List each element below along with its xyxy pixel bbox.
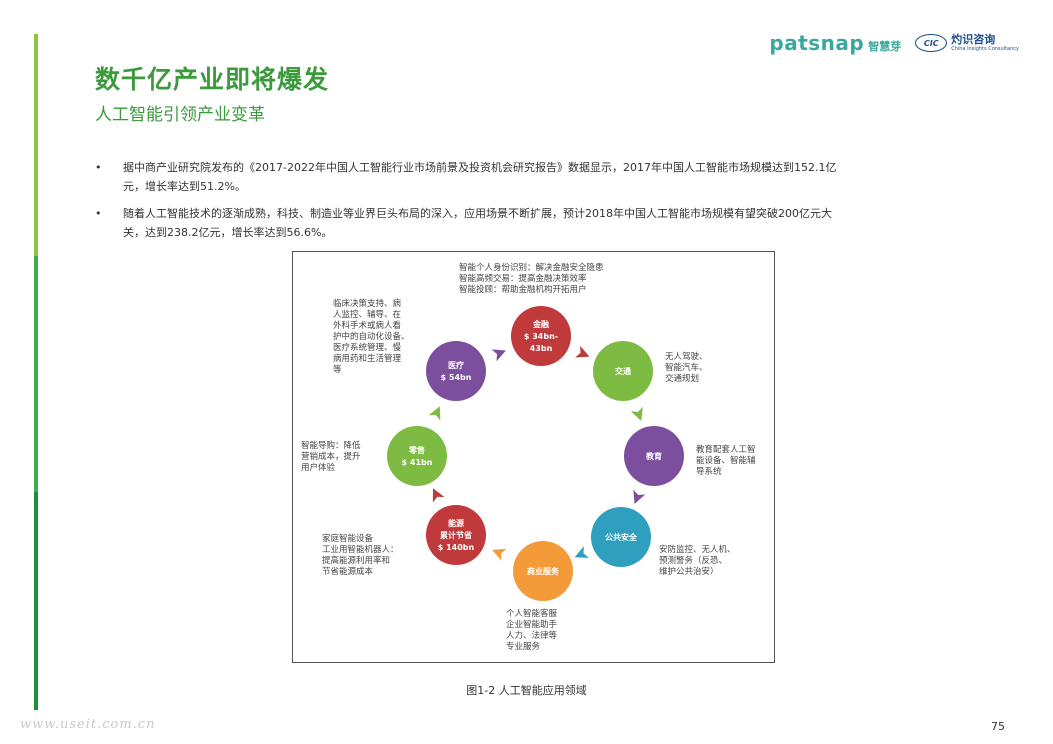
node-description-traffic: 交通规划: [665, 373, 699, 384]
node-description-education: 导系统: [696, 466, 722, 477]
node-description-business: 企业智能助手: [506, 619, 558, 630]
cic-logo-cn: 灼识咨询: [951, 33, 996, 46]
node-label: 公共安全: [605, 532, 638, 542]
node-description-medical: 护中的自动化设备、: [333, 331, 410, 342]
patsnap-logo-cn: 智慧芽: [868, 40, 902, 53]
node-description-security: 预测警务（反恐、: [659, 555, 727, 566]
node-value: 43bn: [530, 344, 553, 353]
node-description-energy: 工业用智能机器人：: [322, 544, 399, 555]
node-value: $ 34bn-: [524, 332, 558, 341]
node-value: $ 54bn: [441, 373, 472, 382]
bullet-item: • 据中商产业研究院发布的《2017-2022年中国人工智能行业市场前景及投资机…: [95, 158, 920, 196]
diagram-node: 交通: [593, 341, 653, 401]
node-description-security: 维护公共治安）: [659, 566, 719, 577]
cic-logo: CIC 灼识咨询 China Insights Consultancy: [915, 34, 1019, 52]
page-title: 数千亿产业即将爆发: [95, 65, 330, 94]
node-circle: [387, 426, 447, 486]
diagram-node: 商业服务: [513, 541, 573, 601]
node-description-retail: 营销成本，提升: [301, 451, 361, 462]
bullet-line: 元，增长率达到51.2%。: [123, 180, 246, 193]
node-value: 累计节省: [440, 530, 472, 540]
diagram-node: 公共安全: [591, 507, 651, 567]
flow-arrow-icon: [432, 488, 445, 503]
flow-arrow-icon: [492, 548, 507, 561]
cic-logo-en: China Insights Consultancy: [951, 46, 1019, 52]
node-description-education: 能设备、智能辅: [696, 455, 756, 466]
flow-arrow-icon: [633, 489, 646, 504]
node-description-traffic: 无人驾驶、: [665, 351, 708, 362]
ai-application-diagram: 金融 $ 34bn- 43bn 交通教育公共安全商业服务 能源累计节省 $ 140bn 零售…: [292, 251, 775, 663]
node-description-finance: 智能高频交易：提高金融决策效率: [459, 273, 587, 284]
node-description-security: 安防监控、无人机、: [659, 544, 736, 555]
node-description-medical: 医疗系统管理、慢: [333, 342, 402, 353]
node-description-retail: 智能导购：降低: [301, 440, 361, 451]
flow-arrow-icon: [630, 406, 643, 421]
node-description-finance: 智能投顾：帮助金融机构开拓用户: [459, 284, 587, 295]
node-circle: [624, 426, 684, 486]
node-description-energy: 家庭智能设备: [322, 533, 374, 544]
page-number: 75: [991, 720, 1005, 733]
bullet-line: 随着人工智能技术的逐渐成熟，科技、制造业等业界巨头布局的深入，应用场景不断扩展，…: [123, 207, 832, 220]
node-circle: [513, 541, 573, 601]
watermark: www.useit.com.cn: [20, 717, 156, 732]
node-description-medical: 等: [333, 364, 342, 375]
node-description-energy: 节省能源成本: [322, 566, 374, 577]
diagram-node: 零售 $ 41bn: [387, 426, 447, 486]
node-description-retail: 用户体验: [301, 462, 336, 473]
node-label: 商业服务: [527, 566, 560, 576]
node-value: $ 140bn: [438, 543, 475, 552]
node-description-medical: 病用药和生活管理: [333, 353, 402, 364]
bullet-marker: •: [95, 207, 102, 220]
left-accent-bar: [34, 34, 38, 710]
node-value: $ 41bn: [402, 458, 433, 467]
node-circle: [591, 507, 651, 567]
node-description-medical: 临床决策支持、病: [333, 298, 402, 309]
node-label: 金融: [532, 319, 549, 329]
flow-arrow-icon: [575, 345, 590, 358]
flow-arrow-icon: [491, 349, 506, 362]
figure-caption: 图1-2 人工智能应用领域: [466, 684, 587, 697]
bullet-line: 据中商产业研究院发布的《2017-2022年中国人工智能行业市场前景及投资机会研…: [123, 161, 837, 174]
node-label: 教育: [645, 451, 662, 461]
node-description-business: 专业服务: [506, 641, 541, 652]
node-description-medical: 人监控、辅导、在: [333, 309, 401, 320]
node-circle: [511, 306, 571, 366]
bullet-marker: •: [95, 161, 102, 174]
node-label: 零售: [408, 445, 425, 455]
flow-arrow-icon: [428, 406, 441, 421]
node-circle: [426, 505, 486, 565]
node-label: 能源: [448, 518, 464, 528]
node-description-finance: 智能个人身份识别：解决金融安全隐患: [459, 262, 604, 273]
node-circle: [593, 341, 653, 401]
flow-arrow-icon: [574, 546, 589, 558]
node-description-medical: 外科手术或病人看: [333, 320, 401, 331]
node-description-education: 教育配套人工智: [696, 444, 756, 455]
bullet-line: 关，达到238.2亿元，增长率达到56.6%。: [123, 226, 333, 239]
bullet-item: • 随着人工智能技术的逐渐成熟，科技、制造业等业界巨头布局的深入，应用场景不断扩…: [95, 204, 920, 242]
diagram-node: 金融 $ 34bn- 43bn: [511, 306, 571, 366]
accent-segment-light: [34, 34, 38, 256]
bullet-list: • 据中商产业研究院发布的《2017-2022年中国人工智能行业市场前景及投资机…: [95, 158, 920, 250]
accent-segment-mid: [34, 256, 38, 492]
patsnap-logo-text: patsnap: [769, 31, 865, 55]
node-description-energy: 提高能源利用率和: [322, 555, 390, 566]
node-circle: [426, 341, 486, 401]
node-description-business: 人力、法律等: [506, 630, 558, 641]
node-description-traffic: 智能汽车、: [665, 362, 708, 373]
cic-logo-mark: CIC: [915, 34, 948, 52]
diagram-node: 教育: [624, 426, 684, 486]
page-subtitle: 人工智能引领产业变革: [95, 105, 265, 125]
node-description-business: 个人智能客服: [506, 608, 558, 619]
node-label: 医疗: [448, 360, 464, 370]
diagram-node: 医疗 $ 54bn: [426, 341, 486, 401]
accent-segment-dark: [34, 492, 38, 710]
node-label: 交通: [615, 366, 631, 376]
